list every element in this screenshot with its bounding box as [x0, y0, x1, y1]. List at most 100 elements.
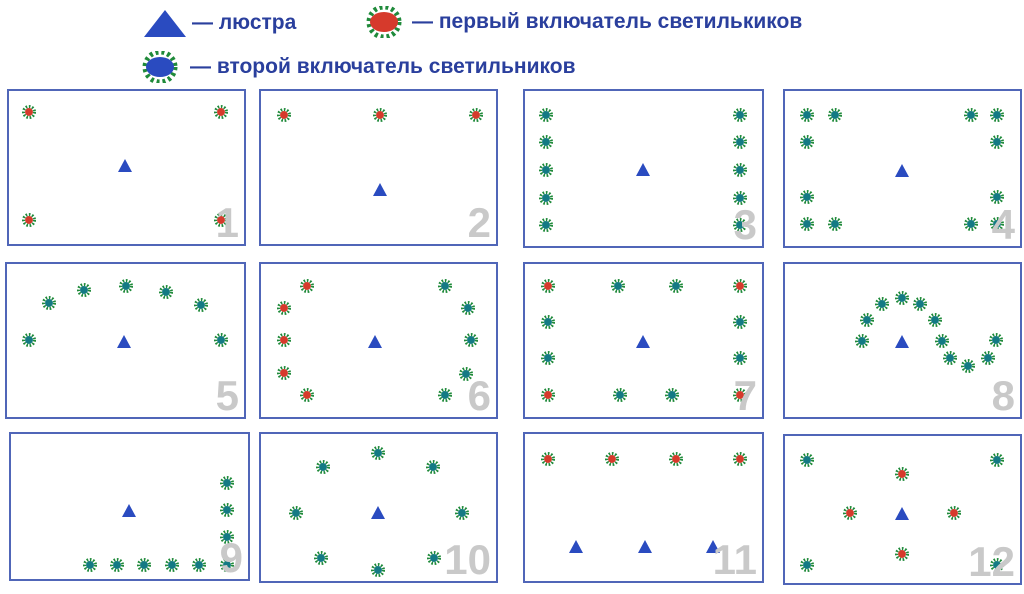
blue-lamp-icon: [799, 216, 815, 232]
blue-lamp-icon: [827, 216, 843, 232]
room-panel-10: 10: [259, 432, 498, 583]
red-lamp-icon: [213, 212, 229, 228]
red-lamp-icon: [894, 466, 910, 482]
blue-lamp-icon: [460, 300, 476, 316]
blue-lamp-icon: [164, 557, 180, 573]
legend-switch2: — второй включатель светильников: [136, 51, 576, 83]
panel-number: 9: [219, 534, 243, 581]
panel-drawing: [276, 278, 479, 403]
legend-chandelier-text: — люстра: [192, 11, 297, 34]
blue-lamp-icon: [612, 387, 628, 403]
blue-lamp-icon: [732, 107, 748, 123]
room-panel-4: 4: [783, 89, 1022, 248]
blue-lamp-icon: [540, 314, 556, 330]
blue-lamp-icon: [158, 284, 174, 300]
blue-lamp-icon: [437, 387, 453, 403]
red-lamp-icon: [276, 300, 292, 316]
blue-lamp-icon: [732, 350, 748, 366]
chandelier-icon: [638, 540, 652, 553]
blue-lamp-icon: [21, 332, 37, 348]
blue-lamp-icon: [538, 190, 554, 206]
room-panel-8: 8: [783, 262, 1022, 419]
blue-lamp-icon: [989, 216, 1005, 232]
panel-drawing: [540, 278, 748, 403]
blue-lamp-icon: [799, 107, 815, 123]
panel-number: 7: [733, 372, 757, 419]
red-lamp-icon: [946, 505, 962, 521]
red-lamp-icon: [299, 278, 315, 294]
blue-lamp-icon: [538, 217, 554, 233]
panel-drawing: [799, 107, 1005, 232]
blue-lamp-icon: [41, 295, 57, 311]
blue-lamp-icon: [912, 296, 928, 312]
red-lamp-icon: [732, 278, 748, 294]
panel-drawing: [288, 445, 470, 578]
room-panel-11: 11: [523, 432, 764, 583]
panel-drawing: [21, 278, 229, 348]
red-lamp-icon: [468, 107, 484, 123]
red-lamp-icon: [213, 104, 229, 120]
panel-number: 12: [968, 538, 1015, 585]
blue-lamp-icon: [538, 134, 554, 150]
chandelier-icon: [569, 540, 583, 553]
blue-lamp-icon: [963, 107, 979, 123]
chandelier-icon: [144, 10, 186, 37]
blue-lamp-icon: [610, 278, 626, 294]
blue-lamp-icon: [980, 350, 996, 366]
chandelier-icon: [373, 183, 387, 196]
blue-lamp-icon: [425, 459, 441, 475]
room-panel-3: 3: [523, 89, 764, 248]
blue-lamp-icon: [315, 459, 331, 475]
chandelier-icon: [895, 164, 909, 177]
blue-lamp-icon: [963, 216, 979, 232]
blue-lamp-icon: [934, 333, 950, 349]
panel-drawing: [82, 475, 235, 573]
room-panel-7: 7: [523, 262, 764, 419]
blue-lamp-icon: [989, 107, 1005, 123]
red-lamp-icon: [276, 332, 292, 348]
blue-lamp-icon: [76, 282, 92, 298]
panel-number: 3: [733, 201, 757, 248]
red-lamp-icon: [732, 451, 748, 467]
chandelier-icon: [706, 540, 720, 553]
blue-lamp-icon: [854, 333, 870, 349]
panel-number: 4: [991, 201, 1015, 248]
room-panel-12: 12: [783, 434, 1022, 585]
blue-lamp-icon: [454, 505, 470, 521]
room-panel-1: 1: [7, 89, 246, 246]
red-lamp-icon: [372, 107, 388, 123]
chandelier-icon: [636, 163, 650, 176]
panel-number: 1: [215, 199, 239, 246]
blue-lamp-icon: [463, 332, 479, 348]
blue-lamp-icon: [437, 278, 453, 294]
blue-lamp-icon: [799, 189, 815, 205]
blue-lamp-icon: [219, 502, 235, 518]
blue-lamp-icon: [118, 278, 134, 294]
chandelier-icon: [895, 507, 909, 520]
legend-switch2-text: — второй включатель светильников: [190, 55, 576, 78]
chandelier-icon: [895, 335, 909, 348]
chandelier-icon: [371, 506, 385, 519]
panel-number: 10: [444, 536, 491, 583]
blue-lamp-icon: [288, 505, 304, 521]
chandelier-icon: [118, 159, 132, 172]
blue-lamp-icon: [538, 162, 554, 178]
chandelier-icon: [117, 335, 131, 348]
red-lamp-icon: [21, 212, 37, 228]
blue-lamp-icon: [799, 452, 815, 468]
red-lamp-icon: [540, 451, 556, 467]
blue-lamp-icon: [109, 557, 125, 573]
red-lamp-icon: [668, 451, 684, 467]
chandelier-icon: [636, 335, 650, 348]
legend-chandelier: — люстра: [142, 7, 296, 39]
blue-lamp-icon: [193, 297, 209, 313]
room-panel-5: 5: [5, 262, 246, 419]
red-lamp-icon: [299, 387, 315, 403]
blue-lamp-icon: [458, 366, 474, 382]
red-lamp-icon: [842, 505, 858, 521]
blue-lamp-icon: [859, 312, 875, 328]
blue-lamp-icon: [874, 296, 890, 312]
red-lamp-icon: [540, 387, 556, 403]
panel-drawing: [276, 107, 484, 196]
panel-number: 11: [712, 536, 757, 583]
